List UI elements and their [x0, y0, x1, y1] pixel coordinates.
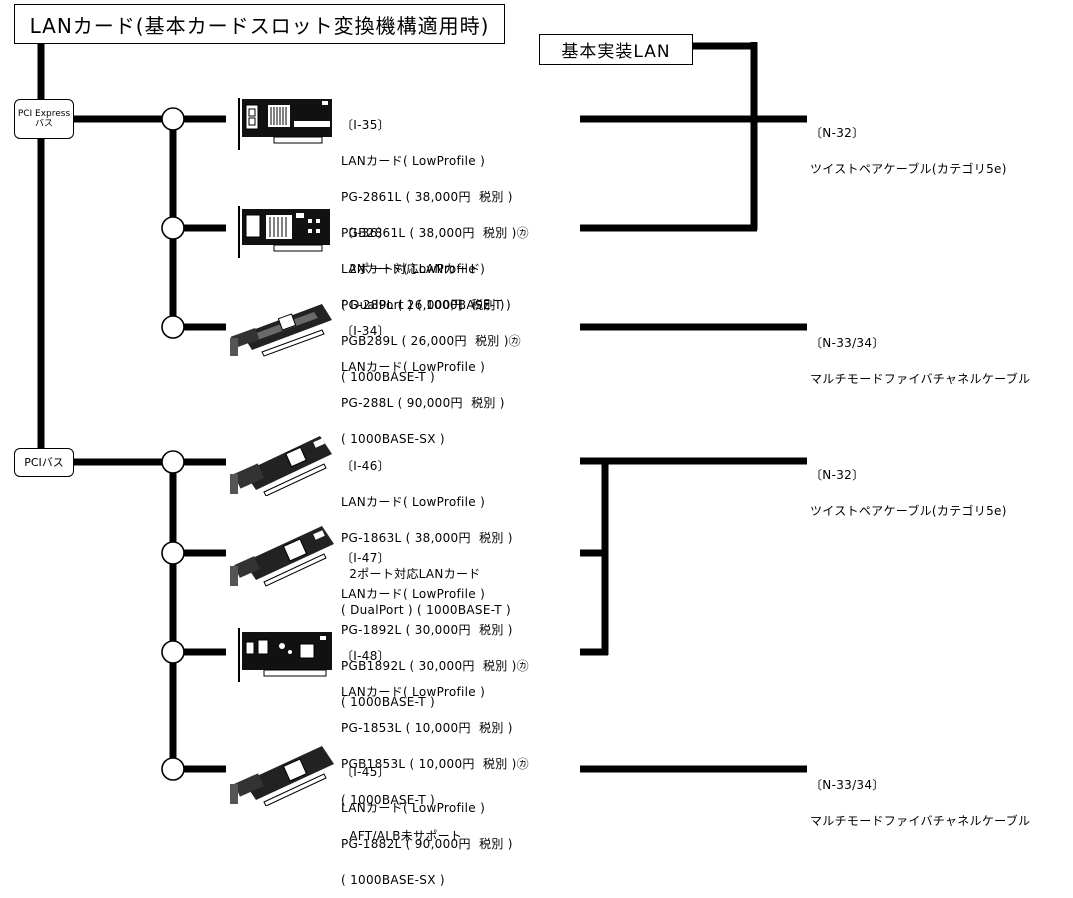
- junction-circle: [161, 640, 185, 664]
- cable-line: 〔N-32〕: [810, 126, 865, 140]
- pci-card-dualport-icon: [230, 436, 332, 496]
- product-line: LANカード( LowProfile ): [341, 801, 486, 815]
- pci-card-fiber-icon: [230, 304, 332, 357]
- lowprofile-card-1port-icon: [238, 206, 330, 258]
- product-line: PG-288L ( 90,000円 税別 ): [341, 396, 505, 410]
- bus-label-line: PCI Express: [17, 109, 71, 119]
- cable-line: ツイストペアケーブル(カテゴリ5e): [810, 504, 1007, 518]
- product-info-i36: 〔I-36〕 LANカード( LowProfile ) PG-289L ( 26…: [341, 203, 521, 395]
- product-line: ( DualPort ) ( 1000BASE-T ): [341, 603, 511, 617]
- product-line: PG-1882L ( 90,000円 税別 ): [341, 837, 513, 851]
- junction-circle: [161, 541, 185, 565]
- cable-line: 〔N-33/34〕: [810, 336, 885, 350]
- product-line: 〔I-46〕: [341, 459, 390, 473]
- cable-label-twisted-pair: 〔N-32〕 ツイストペアケーブル(カテゴリ5e): [810, 103, 1007, 187]
- product-line: ( DualPort ) ( 1000BASE-T ): [341, 298, 511, 312]
- product-line: PG-289L ( 26,000円 税別 ): [341, 298, 505, 312]
- product-line: ( 1000BASE-T ): [341, 793, 435, 807]
- product-info-i46: 〔I-46〕 LANカード( LowProfile ) PG-1863L ( 3…: [341, 436, 513, 628]
- bus-label-line: PCIバス: [24, 455, 64, 469]
- product-line: ( 1000BASE-SX ): [341, 432, 445, 446]
- product-info-i45: 〔I-45〕 LANカード( LowProfile ) PG-1882L ( 9…: [341, 742, 513, 898]
- cable-line: 〔N-32〕: [810, 468, 865, 482]
- base-lan-label: 基本実装LAN: [539, 34, 693, 65]
- product-line: PGB289L ( 26,000円 税別 )㋕: [341, 334, 521, 348]
- diagram-title: LANカード(基本カードスロット変換機構適用時): [14, 4, 505, 44]
- junction-circle: [161, 107, 185, 131]
- pci-card-fiber-icon: [230, 746, 334, 806]
- product-line: 〔I-34〕: [341, 324, 390, 338]
- product-line: 2ポート対応LANカード: [341, 262, 481, 276]
- product-line: 〔I-35〕: [341, 118, 390, 132]
- pci-card-flat-icon: [238, 628, 332, 682]
- cable-label-fiber: 〔N-33/34〕 マルチモードファイバチャネルケーブル: [810, 313, 1030, 397]
- cable-line: マルチモードファイバチャネルケーブル: [810, 814, 1031, 828]
- junction-circle: [161, 216, 185, 240]
- product-line: PGB1892L ( 30,000円 税別 )㋕: [341, 659, 529, 673]
- product-line: LANカード( LowProfile ): [341, 587, 486, 601]
- product-line: PGB2861L ( 38,000円 税別 )㋕: [341, 226, 529, 240]
- product-line: PG-2861L ( 38,000円 税別 ): [341, 190, 513, 204]
- product-line: LANカード( LowProfile ): [341, 495, 486, 509]
- product-line: PG-1892L ( 30,000円 税別 ): [341, 623, 513, 637]
- cable-line: ツイストペアケーブル(カテゴリ5e): [810, 162, 1007, 176]
- pci-card-copper-icon: [230, 526, 334, 587]
- lowprofile-card-2port-icon: [238, 98, 332, 150]
- product-line: PGB1853L ( 10,000円 税別 )㋕: [341, 757, 529, 771]
- product-line: PG-1853L ( 10,000円 税別 ): [341, 721, 513, 735]
- product-line: 〔I-47〕: [341, 551, 390, 565]
- product-line: 〔I-48〕: [341, 649, 390, 663]
- product-line: LANカード( LowProfile ): [341, 154, 486, 168]
- product-line: LANカード( LowProfile ): [341, 685, 486, 699]
- product-line: ( 1000BASE-T ): [341, 370, 435, 384]
- product-line: LANカード( LowProfile ): [341, 360, 486, 374]
- pci-bus-label: PCIバス: [14, 448, 74, 477]
- cable-label-fiber: 〔N-33/34〕 マルチモードファイバチャネルケーブル: [810, 755, 1030, 839]
- bus-label-line: バス: [34, 119, 53, 129]
- product-info-i35: 〔I-35〕 LANカード( LowProfile ) PG-2861L ( 3…: [341, 95, 529, 323]
- junction-circle: [161, 315, 185, 339]
- product-line: 〔I-36〕: [341, 226, 390, 240]
- junction-circle: [161, 757, 185, 781]
- product-line: 〔I-45〕: [341, 765, 390, 779]
- product-info-i48: 〔I-48〕 LANカード( LowProfile ) PG-1853L ( 1…: [341, 626, 529, 854]
- product-info-i34: 〔I-34〕 LANカード( LowProfile ) PG-288L ( 90…: [341, 301, 505, 457]
- product-line: ( 1000BASE-SX ): [341, 873, 445, 887]
- wiring-diagram: [37, 42, 807, 781]
- product-line: ( 1000BASE-T ): [341, 695, 435, 709]
- cable-line: マルチモードファイバチャネルケーブル: [810, 372, 1031, 386]
- cable-label-twisted-pair: 〔N-32〕 ツイストペアケーブル(カテゴリ5e): [810, 445, 1007, 529]
- product-line: LANカード( LowProfile ): [341, 262, 486, 276]
- junction-circle: [161, 450, 185, 474]
- product-line: 2ポート対応LANカード: [341, 567, 481, 581]
- product-info-i47: 〔I-47〕 LANカード( LowProfile ) PG-1892L ( 3…: [341, 528, 529, 720]
- product-line: PG-1863L ( 38,000円 税別 ): [341, 531, 513, 545]
- cable-line: 〔N-33/34〕: [810, 778, 885, 792]
